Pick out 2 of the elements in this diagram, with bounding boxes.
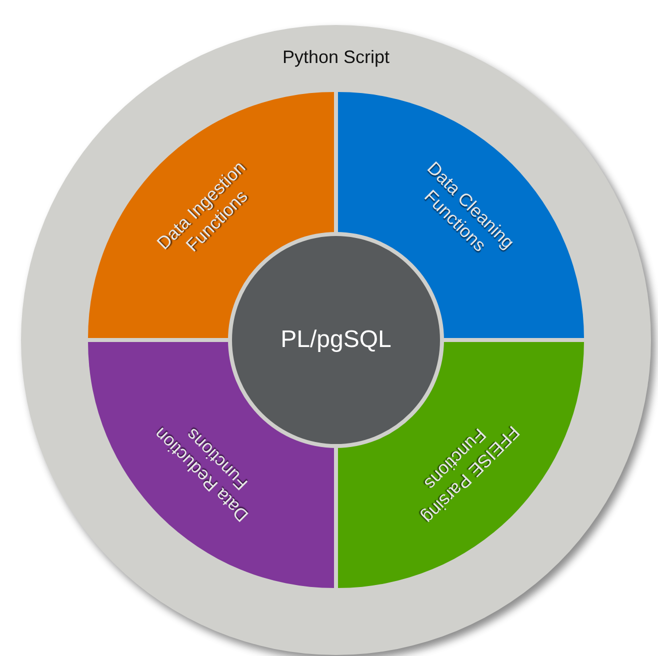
- center-label: PL/pgSQL: [280, 326, 392, 354]
- circle-title: Python Script: [281, 47, 391, 68]
